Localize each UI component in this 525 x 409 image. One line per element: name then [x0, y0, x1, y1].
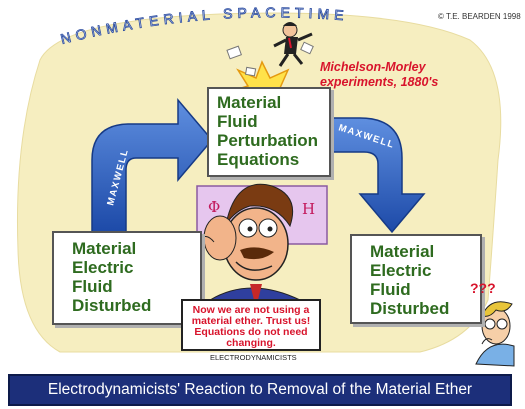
maxwell-arrow-right: [321, 117, 426, 234]
michelson-morley-note: Michelson-Morley experiments, 1880's: [320, 60, 470, 90]
question-marks: ???: [470, 280, 496, 296]
title-banner: Electrodynamicists' Reaction to Removal …: [8, 374, 512, 406]
banner-title: Electrodynamicists' Reaction to Removal …: [47, 381, 473, 398]
right-box-line: Material: [370, 242, 435, 261]
center-equations-box: Material Fluid Perturbation Equations: [207, 87, 331, 177]
right-box-line: Electric: [370, 261, 432, 280]
sign-text: Now we are not using a material ether. T…: [191, 304, 311, 349]
center-box-line: Fluid: [217, 112, 258, 131]
center-box-line: Perturbation: [217, 131, 319, 150]
left-box-line: Electric: [72, 258, 134, 277]
h-symbol: H: [302, 200, 315, 218]
copyright-notice: © T.E. BEARDEN 1998: [438, 12, 521, 21]
protest-sign: Now we are not using a material ether. T…: [181, 299, 321, 351]
jumping-figure: [273, 22, 313, 67]
left-box-line: Material: [72, 239, 137, 258]
right-box-line: Fluid: [370, 280, 411, 299]
confused-bystander: [475, 301, 515, 367]
sign-caption: ELECTRODYNAMICISTS: [210, 353, 297, 362]
right-box-line: Disturbed: [370, 299, 450, 318]
left-state-box: Material Electric Fluid Disturbed: [52, 231, 202, 325]
center-box-line: Equations: [217, 150, 300, 169]
left-box-line: Disturbed: [72, 296, 152, 315]
phi-symbol: Φ: [208, 198, 220, 216]
michelson-morley-text: Michelson-Morley experiments, 1880's: [320, 60, 439, 89]
right-state-box: Material Electric Fluid Disturbed: [350, 234, 482, 324]
left-box-line: Fluid: [72, 277, 113, 296]
center-box-line: Material: [217, 93, 282, 112]
flying-papers: [226, 41, 314, 77]
